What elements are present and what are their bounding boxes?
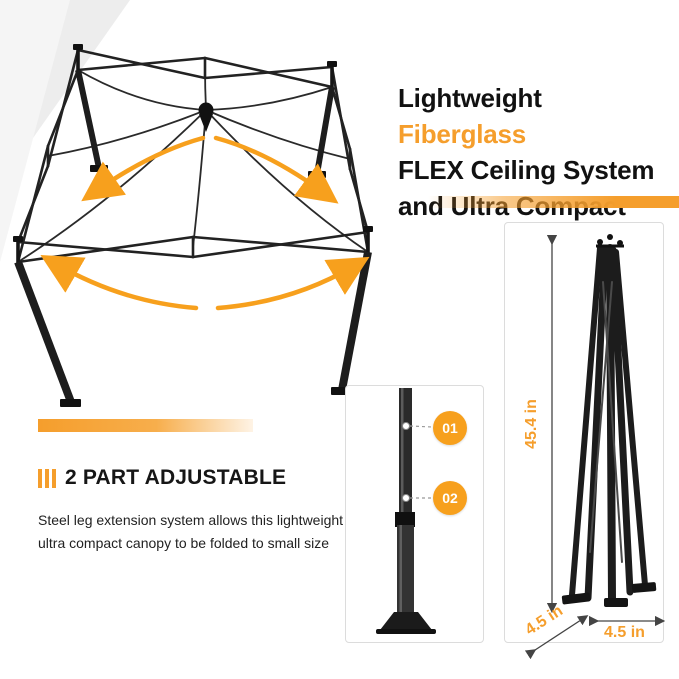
section-title: 2 PART ADJUSTABLE bbox=[65, 466, 287, 489]
scissor-trusses bbox=[16, 48, 370, 264]
callout-01: 01 bbox=[433, 411, 467, 445]
callout-02: 02 bbox=[433, 481, 467, 515]
leg-detail-image bbox=[376, 388, 436, 634]
bundle-top-hardware bbox=[596, 234, 624, 248]
headline-line1: Lightweight Fiberglass bbox=[398, 83, 542, 149]
body-line1: Steel leg extension system allows this l… bbox=[38, 512, 344, 528]
pole-bundle bbox=[569, 244, 648, 604]
corner-brackets bbox=[13, 44, 373, 264]
body-line2: ultra compact canopy to be folded to sma… bbox=[38, 535, 330, 551]
accent-underline bbox=[428, 196, 679, 208]
depth-dimension-line bbox=[524, 615, 589, 660]
motion-arrows bbox=[40, 135, 370, 311]
canopy-frame-image bbox=[13, 44, 373, 407]
ceiling-ropes bbox=[17, 65, 369, 263]
width-dimension-label: 4.5 in bbox=[604, 624, 645, 641]
headline-highlight: Fiberglass bbox=[398, 119, 527, 149]
section-title-row: 2 PART ADJUSTABLE bbox=[38, 466, 286, 490]
bars-icon bbox=[38, 468, 56, 488]
leg-detail-box: 01 02 bbox=[345, 385, 484, 643]
section-body: Steel leg extension system allows this l… bbox=[38, 509, 358, 555]
accent-bar bbox=[38, 419, 253, 432]
folded-canopy-image bbox=[524, 234, 666, 660]
height-dimension-label: 45.4 in bbox=[523, 399, 540, 449]
headline-line2: FLEX Ceiling System bbox=[398, 155, 655, 185]
bundle-feet bbox=[561, 582, 657, 607]
center-hub bbox=[198, 102, 214, 132]
decorative-streaks bbox=[0, 0, 130, 262]
